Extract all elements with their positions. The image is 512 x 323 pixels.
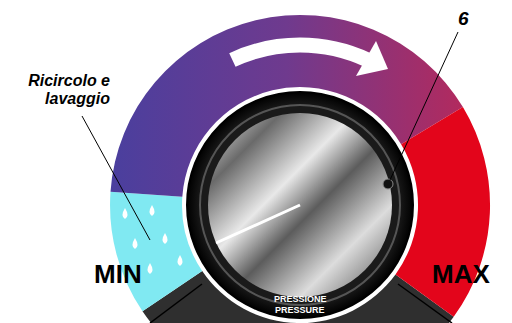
arrow-head-wide [356, 41, 388, 76]
knob-bezel [200, 105, 400, 305]
part-label: PRESSIONE [274, 294, 327, 304]
knob-face [208, 113, 392, 297]
min-tick [150, 284, 202, 323]
callout-dot [383, 179, 393, 189]
callout-number: 6 [458, 8, 469, 30]
part-label: MAX [432, 260, 490, 290]
leader-line [390, 32, 458, 180]
knob-rim [187, 92, 413, 318]
part-label: Ricircolo e lavaggio [18, 72, 110, 109]
leader-line [82, 116, 150, 240]
knob-pointer [216, 205, 300, 243]
part-label: MIN [94, 260, 142, 290]
max-tick [398, 284, 452, 323]
direction-arrow [232, 45, 367, 60]
part-label: PRESSURE [275, 305, 325, 315]
